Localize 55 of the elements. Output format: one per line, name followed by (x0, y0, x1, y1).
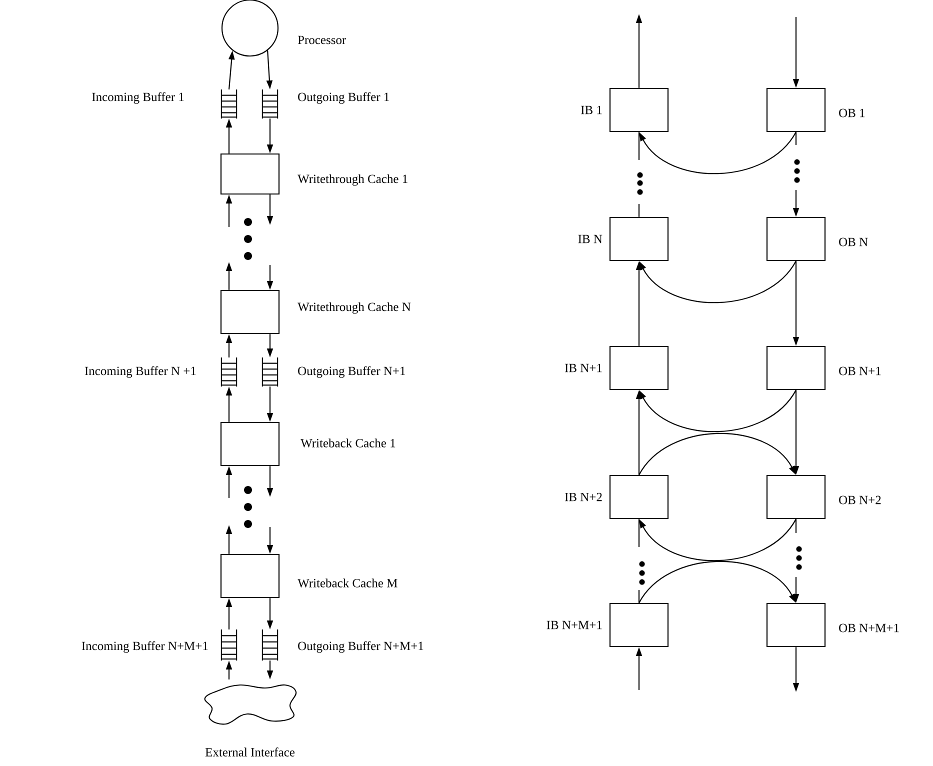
node-label: OB N+M+1 (839, 624, 899, 632)
block-box (766, 474, 826, 520)
connector-line (638, 204, 640, 217)
connector-line (795, 519, 797, 533)
connector-line (638, 132, 640, 160)
block-box (609, 474, 669, 520)
node-label: IB N+2 (564, 492, 602, 502)
node-label: Incoming Buffer 1 (92, 92, 184, 104)
node-label: IB N (578, 234, 602, 244)
block-box (766, 602, 826, 648)
cloud-shape (204, 684, 297, 725)
block-box (220, 554, 280, 598)
node-label: Outgoing Buffer 1 (298, 92, 389, 104)
block-box (766, 346, 826, 390)
curved-arrow (638, 560, 796, 604)
node-label: OB N (839, 238, 868, 246)
connector-line (638, 590, 640, 603)
node-label: OB 1 (839, 108, 865, 118)
node-label: Writethrough Cache 1 (298, 174, 408, 186)
block-box (220, 153, 280, 195)
queue-icon (220, 628, 238, 662)
queue-icon (262, 628, 278, 662)
connector-line (638, 519, 640, 547)
queue-icon (262, 88, 278, 120)
block-box (220, 290, 280, 334)
block-box (766, 88, 826, 132)
curved-arrow (639, 132, 796, 174)
node-label: Incoming Buffer N +1 (84, 366, 196, 378)
connector-line (795, 132, 797, 145)
block-box (609, 88, 669, 132)
node-label: Incoming Buffer N+M+1 (82, 641, 208, 653)
block-box (609, 346, 669, 390)
curved-arrow (639, 518, 796, 562)
node-label: Writeback Cache M (298, 578, 398, 588)
node-label: IB N+1 (564, 364, 602, 372)
node-label: Outgoing Buffer N+1 (298, 366, 405, 378)
block-box (609, 602, 669, 648)
queue-icon (220, 356, 238, 388)
block-box (766, 216, 826, 262)
node-label: Writethrough Cache N (298, 302, 411, 314)
block-box (220, 422, 280, 466)
node-label: External Interface (205, 748, 295, 756)
node-label: Processor (298, 36, 346, 44)
node-label: OB N+2 (839, 496, 881, 504)
curved-arrow (639, 390, 796, 432)
node-label: Writeback Cache 1 (300, 438, 396, 448)
queue-icon (262, 356, 278, 388)
node-label: IB 1 (581, 106, 602, 114)
node-label: OB N+1 (839, 366, 881, 376)
node-label: Outgoing Buffer N+M+1 (298, 641, 424, 653)
curved-arrow (638, 432, 796, 476)
block-box (609, 216, 669, 262)
queue-icon (220, 88, 238, 120)
curved-arrow (639, 260, 796, 304)
node-label: IB N+M+1 (546, 620, 602, 630)
